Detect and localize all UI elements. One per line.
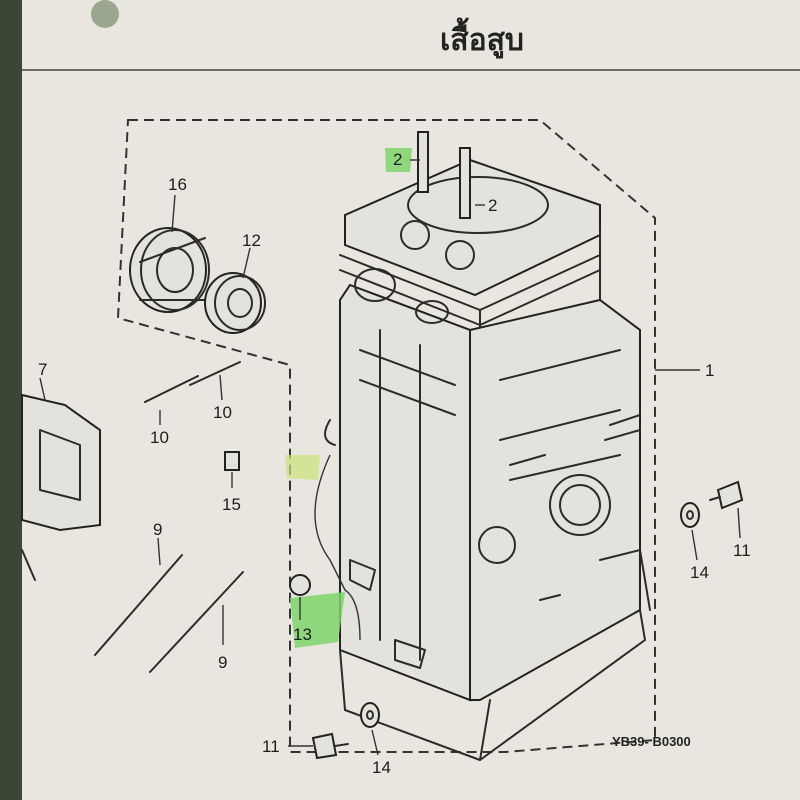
callout-16: 16 — [168, 175, 187, 194]
callout-2-left: 2 — [393, 150, 402, 169]
long-bolts — [94, 554, 244, 673]
leader-lines — [39, 159, 741, 756]
assembly-boundary — [116, 119, 656, 753]
side-cover-part — [21, 393, 101, 581]
callout-9-upper: 9 — [153, 520, 162, 539]
oil-seal-part — [204, 272, 266, 334]
bolt-bottom — [311, 732, 349, 760]
callout-14-bottom: 14 — [372, 758, 391, 777]
callout-1: 1 — [705, 361, 714, 380]
cylinder-block — [314, 158, 651, 761]
washer-right — [680, 502, 700, 528]
callout-13: 13 — [293, 625, 312, 644]
page-title: เสื้อสูบ — [440, 17, 524, 59]
washer-bottom — [360, 702, 380, 728]
callout-15: 15 — [222, 495, 241, 514]
callout-10-right: 10 — [213, 403, 232, 422]
highlight-smudge — [285, 455, 320, 480]
bearing-part — [129, 227, 210, 313]
bolt-right — [709, 480, 744, 510]
stud-bolts — [417, 131, 471, 219]
callout-14-right: 14 — [690, 563, 709, 582]
callout-7: 7 — [38, 360, 47, 379]
callout-11-bottom: 11 — [262, 737, 280, 756]
binder-hole — [91, 0, 119, 28]
dowel-pin-part — [224, 451, 240, 471]
highlight-mark — [290, 592, 345, 648]
callout-10-left: 10 — [150, 428, 169, 447]
callout-12: 12 — [242, 231, 261, 250]
callout-9-lower: 9 — [218, 653, 227, 672]
short-studs — [144, 361, 241, 403]
o-ring-part — [289, 574, 311, 596]
callout-2-right: 2 — [488, 196, 497, 215]
callout-11-right: 11 — [733, 541, 751, 560]
highlight-mark-2 — [385, 148, 412, 172]
drawing-code: YB39- B0300 — [612, 734, 691, 749]
